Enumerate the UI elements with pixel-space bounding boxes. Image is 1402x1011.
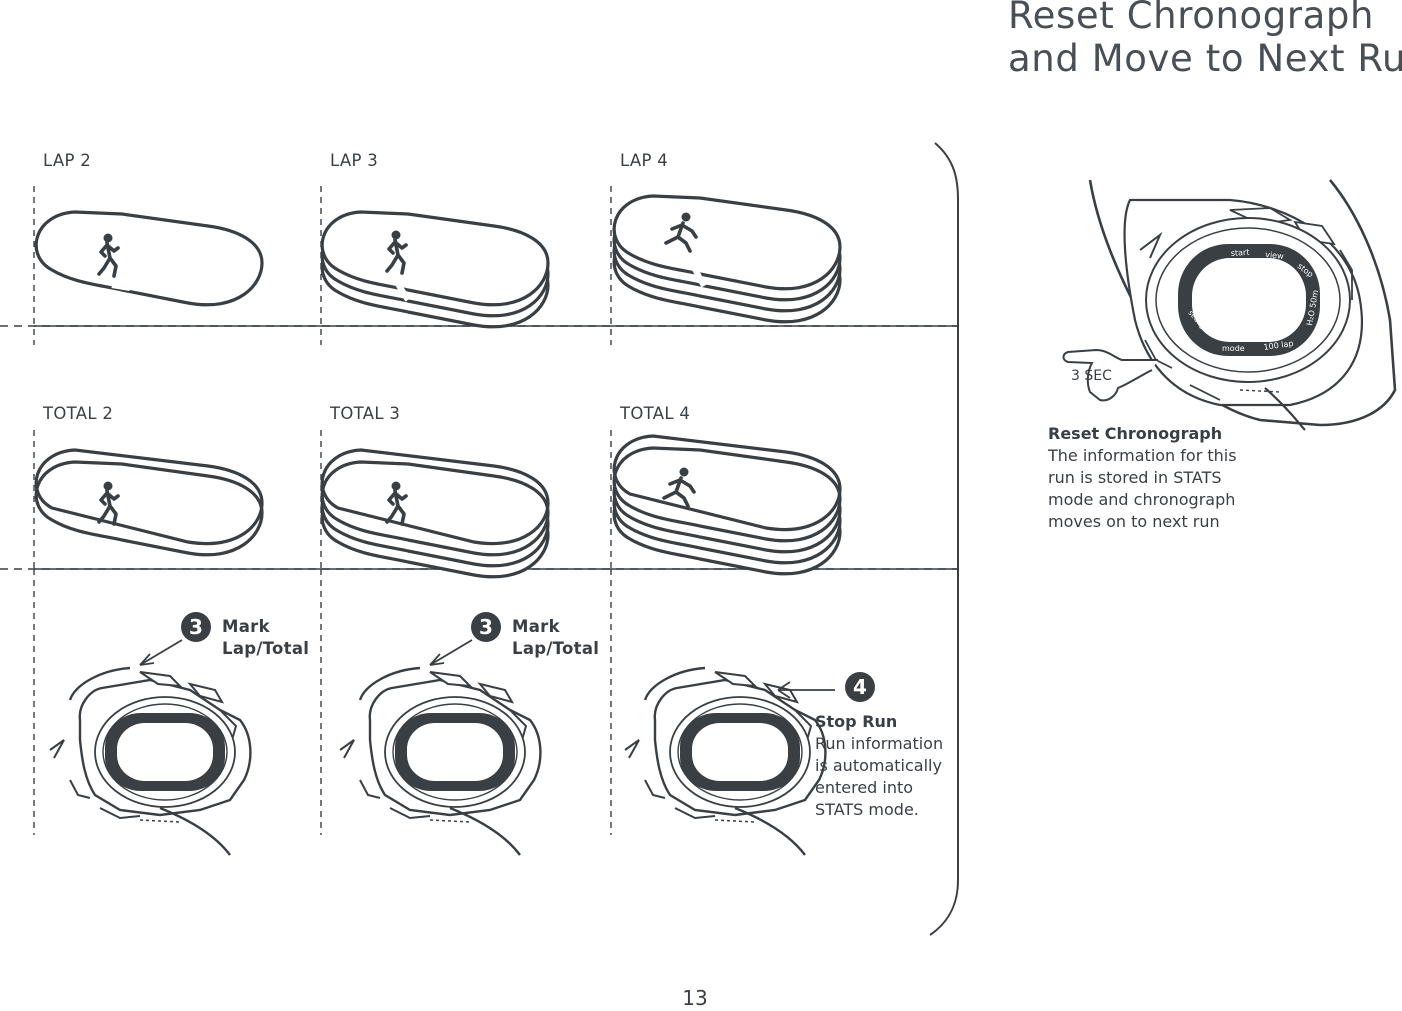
- page-title-line-2: and Move to Next Run: [1008, 37, 1402, 80]
- bezel-view: view: [1265, 250, 1285, 261]
- reset-chronograph-description: Reset Chronograph The information for th…: [1048, 423, 1248, 533]
- lap-4-track: [612, 194, 842, 324]
- total-2-label: TOTAL 2: [43, 404, 114, 423]
- bezel-stop: stop: [1296, 261, 1315, 279]
- watch-large: [1088, 179, 1397, 431]
- lap-2-track: [34, 210, 264, 307]
- stop-run-heading: Stop Run: [815, 712, 898, 731]
- step-number-badge: 3: [471, 612, 501, 642]
- step-number-badge: 3: [181, 612, 211, 642]
- stop-run-description: Stop Run Run information is automaticall…: [815, 711, 955, 821]
- hold-duration-label: 3 SEC: [1071, 368, 1112, 384]
- step-label: Mark Lap/Total: [222, 616, 309, 660]
- step-label-line-2: Lap/Total: [222, 639, 310, 658]
- step-label-line-1: Mark: [222, 617, 270, 636]
- total-2-track: [34, 448, 264, 557]
- total-4-track: [612, 434, 842, 576]
- bezel-light: set/light: [1187, 309, 1212, 336]
- bezel-start: start: [1231, 248, 1250, 258]
- pointing-hand-icon: [1062, 348, 1158, 402]
- bezel-water: H₂O 50m: [1305, 289, 1320, 326]
- step-label-line-1: Mark: [512, 617, 560, 636]
- lap-4-label: LAP 4: [620, 151, 669, 170]
- bezel-laps: 100 lap: [1263, 339, 1294, 352]
- step-number-badge: 4: [845, 672, 875, 702]
- step-label: Mark Lap/Total: [512, 616, 599, 660]
- stop-run-text: Run information is automatically entered…: [815, 734, 944, 819]
- total-3-track: [320, 448, 550, 579]
- lap-2-label: LAP 2: [43, 151, 92, 170]
- lap-3-track: [320, 210, 550, 329]
- page-title: Reset Chronograph and Move to Next Run: [1008, 0, 1402, 80]
- bezel-mode: mode: [1222, 344, 1245, 353]
- page-number: 13: [682, 986, 708, 1010]
- page-title-line-1: Reset Chronograph: [1008, 0, 1375, 37]
- lap-3-label: LAP 3: [330, 151, 379, 170]
- total-3-label: TOTAL 3: [330, 404, 401, 423]
- reset-chronograph-heading: Reset Chronograph: [1048, 424, 1223, 443]
- total-4-label: TOTAL 4: [620, 404, 691, 423]
- step-label-line-2: Lap/Total: [512, 639, 600, 658]
- reset-chronograph-text: The information for this run is stored i…: [1048, 446, 1237, 531]
